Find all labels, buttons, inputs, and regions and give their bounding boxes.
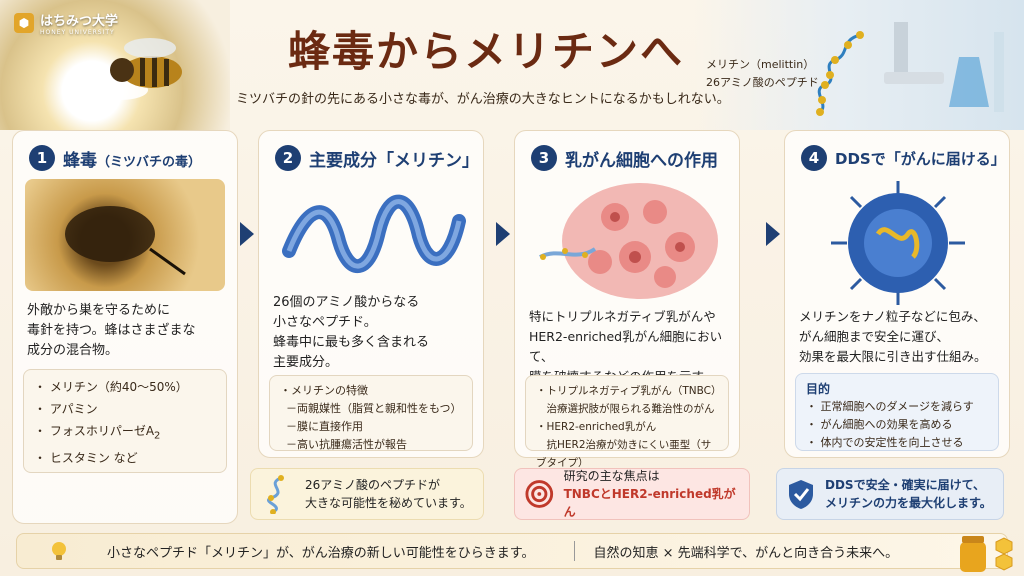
- footer-tagline: 自然の知恵 × 先端科学で、がんと向き合う未来へ。: [593, 545, 899, 561]
- list-item: ・HER2-enriched乳がん: [536, 421, 657, 433]
- note-text: DDSで安全・確実に届けて、 メリチンの力を最大化します。: [825, 476, 992, 512]
- cancer-cell-cluster-icon: [539, 183, 718, 299]
- list-item: ・ がん細胞への効果を高める: [806, 418, 953, 431]
- desc-line: 主要成分。: [273, 355, 339, 370]
- peptide-chain-icon: [816, 31, 864, 116]
- note-research-focus: 研究の主な焦点は TNBCとHER2-enriched乳がん: [514, 468, 750, 520]
- note-peptide: 26アミノ酸のペプチドが 大きな可能性を秘めています。: [250, 468, 484, 520]
- desc-line: 小さなペプチド。: [273, 315, 377, 330]
- note-line: 26アミノ酸のペプチドが: [305, 478, 441, 492]
- list-item: －膜に直接作用: [286, 420, 363, 433]
- list-item: ・ ヒスタミン など: [34, 451, 138, 466]
- page-title: 蜂毒からメリチンへ: [288, 27, 685, 76]
- lab-equipment-illustration: [884, 22, 1004, 112]
- card-title-sub: （ミツバチの毒）: [97, 154, 202, 170]
- brand-logo[interactable]: ⬢ はちみつ大学 HONEY UNIVERSITY: [14, 10, 118, 36]
- purpose-title: 目的: [806, 382, 831, 396]
- list-item-text: ・ フォスホリパーゼA: [34, 424, 155, 438]
- card-description: 26個のアミノ酸からなる 小さなペプチド。 蜂毒中に最も多く含まれる 主要成分。: [273, 293, 429, 373]
- arrow-right-icon: [240, 222, 254, 246]
- card-breast-cancer: 3 乳がん細胞への作用 特にトリプルネガティブ乳がんや HER2-enriche…: [514, 130, 740, 469]
- list-item: ・ メリチン（約40〜50%）: [34, 380, 188, 394]
- melittin-label: メリチン（melittin） 26アミノ酸のペプチド: [706, 56, 819, 92]
- divider: [574, 541, 576, 561]
- card-header: 4 DDSで「がんに届ける」: [801, 145, 1006, 171]
- desc-line: がん細胞まで安全に運び、: [799, 329, 950, 344]
- note-text: 研究の主な焦点は TNBCとHER2-enriched乳がん: [564, 467, 739, 521]
- desc-line: HER2-enriched乳がん細胞において、: [529, 329, 723, 364]
- note-line: 研究の主な焦点は: [563, 469, 660, 483]
- desc-line: 特にトリプルネガティブ乳がんや: [529, 309, 716, 324]
- list-item: ・ フォスホリパーゼA2: [34, 420, 216, 447]
- lightbulb-icon: [52, 542, 66, 560]
- footer-message: 小さなペプチド「メリチン」が、がん治療の新しい可能性をひらきます。: [107, 545, 535, 561]
- list-item: －両親媒性（脂質と親和性をもつ）: [286, 402, 462, 415]
- bee-stinger-photo: [25, 179, 225, 291]
- bee-illustration: [92, 38, 182, 100]
- arrow-right-icon: [496, 222, 510, 246]
- card-title: DDSで「がんに届ける」: [835, 149, 1006, 168]
- honey-jar-icon: [960, 536, 1013, 572]
- shield-icon: [789, 480, 813, 509]
- desc-line: 26個のアミノ酸からなる: [273, 295, 420, 310]
- hexagon-icon: ⬢: [14, 13, 34, 33]
- brand-name: はちみつ大学: [40, 14, 119, 29]
- cancer-type-list: ・トリプルネガティブ乳がん（TNBC） 治療選択肢が限られる難治性のがん ・HE…: [525, 375, 729, 469]
- note-line: メリチンの力を最大化します。: [825, 496, 992, 510]
- melittin-name: メリチン（melittin）: [706, 58, 815, 71]
- list-item: ・メリチンの特徴: [280, 384, 368, 397]
- arrow-right-icon: [766, 222, 780, 246]
- desc-line: 効果を最大限に引き出す仕組み。: [799, 349, 987, 364]
- helix-icon: [282, 194, 466, 273]
- page-subtitle: ミツバチの針の先にある小さな毒が、がん治療の大きなヒントになるかもしれない。: [236, 92, 730, 107]
- list-item: ・トリプルネガティブ乳がん（TNBC）: [536, 385, 722, 397]
- card-title-main: 蜂毒: [63, 150, 97, 171]
- card-header: 3 乳がん細胞への作用: [531, 145, 718, 171]
- list-item: ・ アパミン: [34, 402, 98, 416]
- feature-list: ・メリチンの特徴 －両親媒性（脂質と親和性をもつ） －膜に直接作用 －高い抗腫瘍…: [269, 375, 473, 451]
- card-title: 蜂毒（ミツバチの毒）: [63, 146, 201, 171]
- list-item: ・ 正常細胞へのダメージを減らす: [806, 400, 974, 413]
- list-item: 抗HER2治療が効きにくい亜型（サブタイプ）: [536, 439, 712, 469]
- note-line-emphasis: TNBCとHER2-enriched乳がん: [563, 487, 736, 519]
- footer-banner: 小さなペプチド「メリチン」が、がん治療の新しい可能性をひらきます。 自然の知恵 …: [16, 533, 1008, 569]
- desc-line: メリチンをナノ粒子などに包み、: [799, 309, 986, 324]
- step-number: 2: [275, 145, 301, 171]
- subscript: 2: [154, 430, 161, 442]
- nanoparticle-icon: [831, 181, 965, 305]
- desc-line: 蜂毒中に最も多く含まれる: [273, 335, 430, 350]
- target-icon: [525, 480, 554, 508]
- melittin-desc: 26アミノ酸のペプチド: [706, 76, 819, 89]
- brand-sub: HONEY UNIVERSITY: [40, 29, 115, 36]
- card-dds: 4 DDSで「がんに届ける」 メリチンをナノ粒子などに包み、 がん細胞まで安全に…: [784, 130, 1010, 458]
- card-bee-venom: 1 蜂毒（ミツバチの毒） 外敵から巣を守るために 毒針を持つ。蜂はさまざまな 成…: [12, 130, 238, 524]
- list-item: ・ 体内での安定性を向上させる: [806, 436, 964, 449]
- card-melittin: 2 主要成分「メリチン」 26個のアミノ酸からなる 小さなペプチド。 蜂毒中に最…: [258, 130, 484, 458]
- list-item: 治療選択肢が限られる難治性のがん: [536, 403, 715, 415]
- desc-line: 毒針を持つ。蜂はさまざまな: [27, 323, 196, 338]
- note-line: DDSで安全・確実に届けて、: [825, 478, 985, 492]
- card-header: 1 蜂毒（ミツバチの毒）: [29, 145, 201, 171]
- desc-line: 外敵から巣を守るために: [27, 303, 171, 318]
- step-number: 4: [801, 145, 827, 171]
- card-description: 外敵から巣を守るために 毒針を持つ。蜂はさまざまな 成分の混合物。: [27, 301, 195, 361]
- component-list: ・ メリチン（約40〜50%） ・ アパミン ・ フォスホリパーゼA2 ・ ヒス…: [23, 369, 227, 473]
- list-item: －高い抗腫瘍活性が報告: [286, 438, 407, 451]
- card-title: 乳がん細胞への作用: [565, 150, 718, 171]
- card-title: 主要成分「メリチン」: [309, 150, 479, 171]
- note-dds: DDSで安全・確実に届けて、 メリチンの力を最大化します。: [776, 468, 1004, 520]
- desc-line: 成分の混合物。: [27, 343, 119, 358]
- card-description: メリチンをナノ粒子などに包み、 がん細胞まで安全に運び、 効果を最大限に引き出す…: [799, 307, 987, 367]
- step-number: 3: [531, 145, 557, 171]
- step-number: 1: [29, 145, 55, 171]
- peptide-chain-icon: [267, 475, 284, 514]
- card-header: 2 主要成分「メリチン」: [275, 145, 479, 171]
- note-line: 大きな可能性を秘めています。: [305, 496, 472, 510]
- purpose-list: 目的 ・ 正常細胞へのダメージを減らす ・ がん細胞への効果を高める ・ 体内で…: [795, 373, 999, 451]
- note-text: 26アミノ酸のペプチドが 大きな可能性を秘めています。: [305, 476, 472, 512]
